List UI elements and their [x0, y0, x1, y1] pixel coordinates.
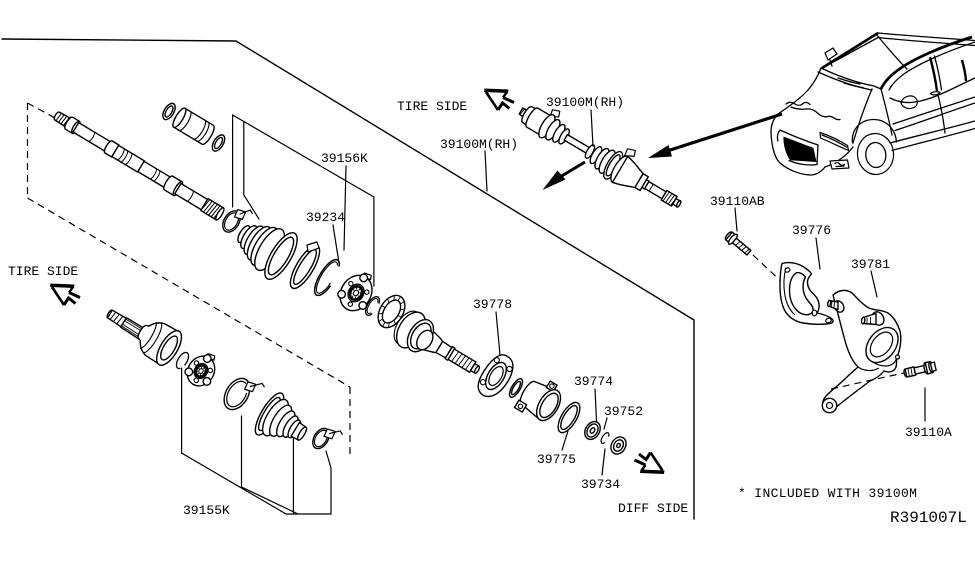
svg-text:39234: 39234: [306, 210, 345, 225]
svg-text:39155K: 39155K: [183, 503, 230, 518]
svg-text:39781: 39781: [851, 257, 890, 272]
svg-text:* INCLUDED WITH 39100M: * INCLUDED WITH 39100M: [738, 486, 917, 501]
svg-text:R391007L: R391007L: [890, 509, 967, 527]
svg-text:39752: 39752: [604, 404, 643, 419]
svg-text:39110A: 39110A: [905, 425, 952, 440]
svg-text:TIRE SIDE: TIRE SIDE: [8, 264, 78, 279]
svg-text:39100M(RH): 39100M(RH): [546, 95, 624, 110]
svg-text:39776: 39776: [792, 223, 831, 238]
svg-text:39734: 39734: [581, 477, 620, 492]
svg-text:39775: 39775: [537, 452, 576, 467]
svg-text:39156K: 39156K: [321, 151, 368, 166]
svg-text:39778: 39778: [473, 297, 512, 312]
svg-text:TIRE SIDE: TIRE SIDE: [397, 99, 467, 114]
svg-text:39100M(RH): 39100M(RH): [440, 137, 518, 152]
svg-text:DIFF SIDE: DIFF SIDE: [618, 501, 688, 516]
svg-text:39110AB: 39110AB: [710, 194, 765, 209]
svg-text:39774: 39774: [574, 374, 613, 389]
